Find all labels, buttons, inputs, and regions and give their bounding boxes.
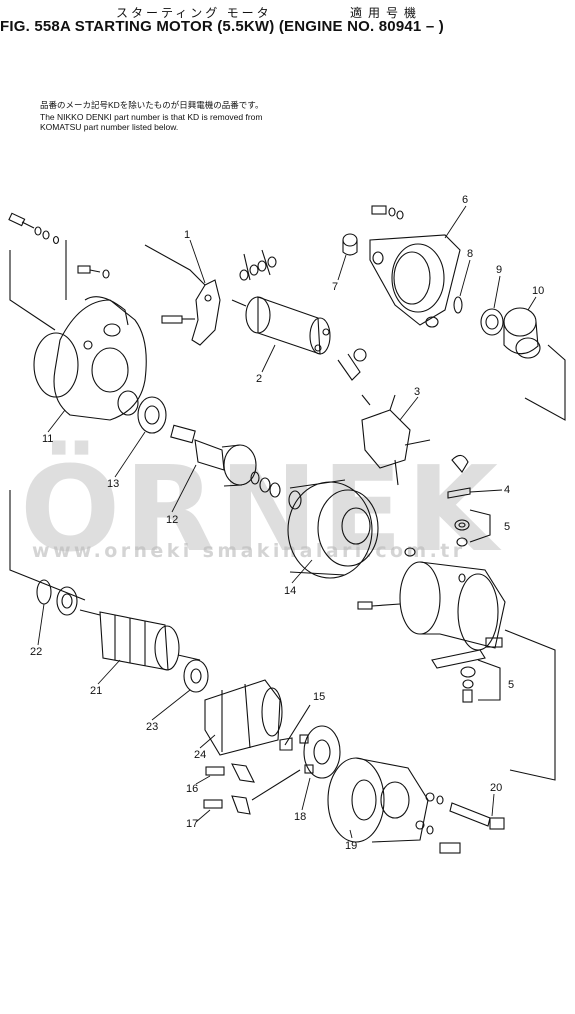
callout-5-upper: 5	[504, 521, 510, 533]
watermark-url: www.orneki smakinalari.com.tr	[32, 540, 466, 562]
callout-23: 23	[146, 721, 158, 733]
part-yoke	[357, 547, 506, 651]
part-bushing-7	[342, 233, 358, 256]
callout-18: 18	[294, 811, 306, 823]
part-washers-5-upper	[454, 509, 491, 547]
callout-10: 10	[532, 285, 544, 297]
note-english-line-1: The NIKKO DENKI part number is that KD i…	[40, 112, 263, 122]
part-bolt-washers-top-left	[8, 212, 110, 279]
callout-16: 16	[186, 783, 198, 795]
callout-22: 22	[30, 646, 42, 658]
callout-7: 7	[332, 281, 338, 293]
part-washers-lever	[239, 249, 277, 281]
callout-11: 11	[42, 433, 53, 445]
part-spring-15	[279, 704, 311, 751]
callout-6: 6	[462, 194, 468, 206]
part-bolt-17	[203, 795, 251, 815]
part-washers-5-lower	[431, 637, 503, 703]
part-ring-8	[453, 296, 463, 314]
leader-line	[9, 490, 86, 601]
japanese-applicable-model: 適用号機	[350, 6, 423, 20]
part-lever-1	[144, 244, 221, 346]
part-brush-holder-24	[204, 679, 283, 756]
figure-title: FIG. 558A STARTING MOTOR (5.5KW) (ENGINE…	[0, 18, 444, 35]
part-brush-plate-18	[299, 725, 341, 779]
part-collar-9	[480, 308, 504, 336]
leader-line	[504, 629, 556, 781]
leader-line	[251, 769, 301, 801]
part-solenoid-2	[231, 296, 367, 381]
callout-5-lower: 5	[508, 679, 514, 691]
part-end-frame-14	[287, 479, 379, 579]
part-clip-4	[447, 454, 471, 499]
part-washers-shaft	[250, 471, 281, 498]
part-bolt-16	[205, 763, 255, 783]
part-bearing-23	[183, 659, 209, 693]
callout-1: 1	[184, 229, 190, 241]
leader-line	[9, 250, 56, 331]
callout-15: 15	[313, 691, 325, 703]
callout-14: 14	[284, 585, 296, 597]
callout-labels: 1 2 3 4 5 5 6 7 8 9 10 11 12 13 14 15 16…	[30, 194, 544, 852]
watermark-brand: ÖRNEK	[20, 440, 502, 578]
part-drive-10	[503, 307, 541, 359]
part-through-bolt-20	[415, 792, 505, 854]
callout-12: 12	[166, 514, 178, 526]
leader-line	[524, 344, 566, 421]
callout-8: 8	[467, 248, 473, 260]
callout-2: 2	[256, 373, 262, 385]
callout-leaders	[37, 205, 537, 839]
part-armature-21	[79, 609, 201, 671]
part-pinion-clutch-12	[170, 424, 257, 487]
callout-24: 24	[194, 749, 206, 761]
part-end-cover-19	[327, 757, 429, 843]
part-bearing-13	[137, 396, 167, 434]
part-terminal-3	[361, 394, 431, 486]
callout-3: 3	[414, 386, 420, 398]
note-english-line-2: KOMATSU part number listed below.	[40, 122, 179, 132]
part-housing	[33, 296, 147, 421]
callout-4: 4	[504, 484, 510, 496]
note-japanese: 品番のメーカ記号KDを除いたものが日興電機の品番です。	[40, 100, 264, 110]
callout-17: 17	[186, 818, 198, 830]
callout-21: 21	[90, 685, 102, 697]
callout-13: 13	[107, 478, 119, 490]
part-bracket-6	[369, 205, 461, 328]
japanese-title: スターティング モータ	[116, 6, 272, 20]
callout-9: 9	[496, 264, 502, 276]
callout-20: 20	[490, 782, 502, 794]
part-bearing-22b	[56, 586, 78, 616]
callout-19: 19	[345, 840, 357, 852]
